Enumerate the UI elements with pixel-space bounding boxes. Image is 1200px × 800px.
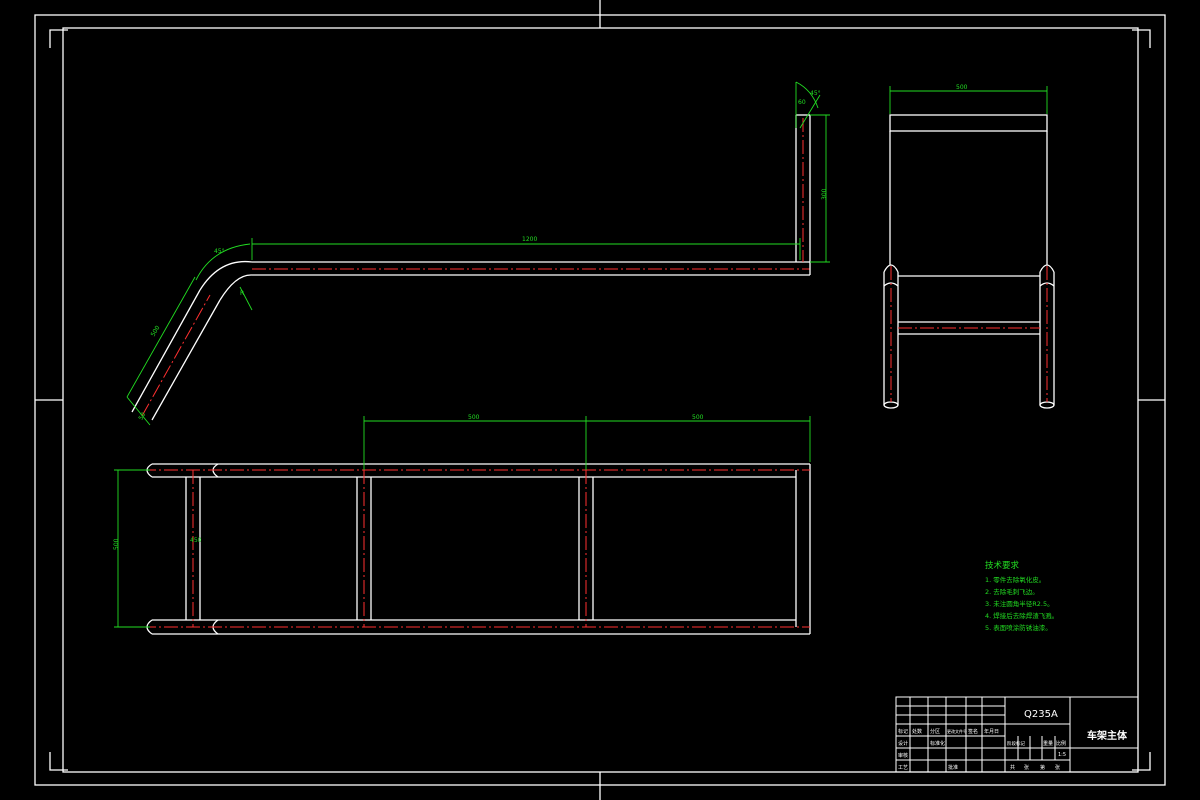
dim-end-width: 50: [137, 411, 147, 421]
dim-rise-height: 300: [821, 188, 828, 200]
tb-label-doc: 更改文件号: [947, 728, 967, 734]
slant-tube-outer: [131, 289, 201, 413]
dim-rise-small: 60: [798, 99, 806, 106]
tb-label-weight: 重量: [1043, 740, 1053, 747]
dim-rise-arc: [795, 81, 819, 109]
dim-side-width: 500: [956, 84, 968, 91]
dim-plan-len-1: 500: [468, 414, 480, 421]
tb-label-total: 共: [1010, 764, 1015, 771]
corner-mark-tl: [49, 29, 68, 48]
tb-label-stage: 阶段标记: [1007, 740, 1025, 747]
plan-view: 500 500 500 450: [113, 414, 811, 635]
note-5: 5. 表面喷涂防锈油漆。: [985, 623, 1052, 632]
leg-left-foot: [883, 401, 899, 409]
dim-slant-line: [126, 276, 196, 398]
corner-mark-tr: [1132, 29, 1151, 48]
slant-tube-centerline: [141, 294, 211, 417]
leg-right-foot: [1039, 401, 1055, 409]
tb-label-approve: 批准: [948, 764, 958, 771]
leg-left-cap: [883, 264, 899, 273]
tb-label-count: 处数: [912, 728, 922, 735]
tb-label-std: 标准化: [930, 740, 945, 747]
notes-title: 技术要求: [985, 560, 1020, 571]
dim-bend-arc: [195, 243, 251, 281]
tb-label-mark: 标记: [898, 728, 908, 735]
leg-right-cap: [1039, 264, 1055, 273]
note-4: 4. 焊接后去除焊渣飞溅。: [985, 611, 1058, 620]
title-block-frame: [895, 696, 1139, 773]
tb-label-process: 工艺: [898, 765, 908, 771]
tb-label-sheets: 张: [1024, 764, 1029, 771]
tb-label-review: 审核: [898, 752, 908, 759]
side-elevation-view: 1200 45° R 500 50 300 45° 60: [126, 81, 830, 426]
tb-label-sheet-no: 第: [1040, 764, 1045, 771]
dim-plan-cross: 450: [190, 537, 202, 544]
tb-label-sheet: 张: [1055, 764, 1060, 771]
tb-label-zone: 分区: [930, 728, 940, 735]
dim-rise-angle: 45°: [810, 90, 821, 97]
leg-joint-arcs: [883, 282, 1055, 287]
slant-tube-inner: [151, 299, 221, 421]
plan-bend-marks: [212, 463, 219, 635]
corner-mark-bl: [49, 752, 68, 771]
dim-bend-leader: [239, 286, 253, 311]
end-view: 500: [883, 84, 1055, 409]
dim-plan-width: 500: [113, 538, 120, 550]
dim-plan-len-2: 500: [692, 414, 704, 421]
dim-end-line: [126, 396, 151, 426]
title-block: Q235A 车架主体 1:5 标记 处数 分区 更改文件号 签名 年月日 设计 …: [895, 696, 1139, 773]
tb-scale: 1:5: [1058, 752, 1066, 758]
dim-slant-length: 500: [150, 324, 162, 338]
tb-material: Q235A: [1024, 709, 1058, 720]
drawing-frame: [34, 0, 1166, 800]
dim-bend-radius: R: [240, 290, 244, 297]
tb-part-name: 车架主体: [1087, 729, 1128, 742]
bend-outer: [199, 260, 253, 291]
tb-label-design: 设计: [898, 740, 908, 747]
dim-rise-leader: [799, 94, 821, 129]
note-2: 2. 去除毛刺飞边。: [985, 587, 1039, 596]
dim-top-length: 1200: [522, 236, 537, 243]
inner-border: [62, 27, 1139, 773]
corner-mark-br: [1132, 752, 1151, 771]
tb-label-date: 年月日: [984, 728, 999, 735]
bend-inner: [219, 274, 253, 301]
dim-angle-top: 45°: [214, 248, 225, 255]
note-3: 3. 未注圆角半径R2.5。: [985, 599, 1054, 608]
tb-label-ratio: 比例: [1056, 740, 1066, 747]
seat-top-rail: [889, 114, 1048, 132]
tb-label-sign: 签名: [968, 728, 978, 735]
note-1: 1. 零件去除氧化皮。: [985, 575, 1045, 584]
technical-notes: 技术要求 1. 零件去除氧化皮。 2. 去除毛刺飞边。 3. 未注圆角半径R2.…: [985, 560, 1058, 632]
